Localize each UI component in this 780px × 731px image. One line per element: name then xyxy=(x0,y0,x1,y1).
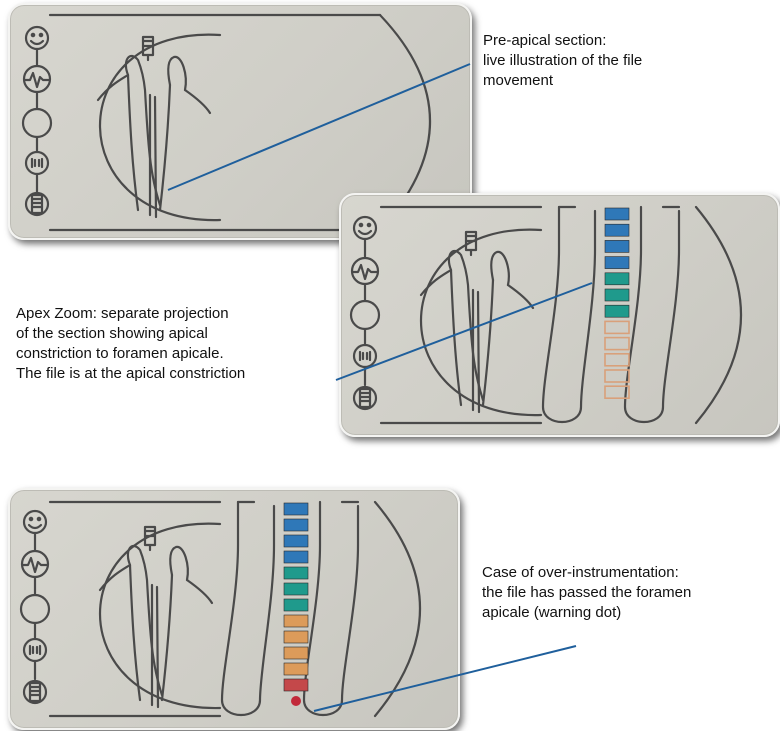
scale-segment xyxy=(605,370,629,382)
heartbeat-icon xyxy=(352,258,378,284)
scale-segment xyxy=(605,273,629,285)
tooth-illustration xyxy=(421,232,533,412)
scale-segment xyxy=(284,551,308,563)
scale-segment xyxy=(605,240,629,252)
over-instrumentation-caption: Case of over-instrumentation: the file h… xyxy=(482,563,777,623)
warning-dot xyxy=(291,696,301,706)
scale-segment xyxy=(284,567,308,579)
scale-segment xyxy=(284,535,308,547)
lcd-graphic xyxy=(341,195,778,435)
scale-segment xyxy=(605,354,629,366)
apex-zoom-caption: Apex Zoom: separate projection of the se… xyxy=(16,304,336,384)
beeper-icon xyxy=(24,639,46,661)
smiley-icon xyxy=(354,217,376,239)
scale-segment xyxy=(284,615,308,627)
battery-icon xyxy=(354,387,376,409)
scale-segment xyxy=(284,647,308,659)
smiley-icon xyxy=(24,511,46,533)
apex-scale xyxy=(284,503,308,706)
empty-ring-icon xyxy=(23,109,51,137)
smiley-icon xyxy=(26,27,48,49)
scale-segment xyxy=(605,224,629,236)
scale-segment xyxy=(605,321,629,333)
apex-scale xyxy=(605,208,629,398)
scale-segment xyxy=(605,289,629,301)
scale-segment xyxy=(284,663,308,675)
battery-icon xyxy=(24,681,46,703)
scale-segment xyxy=(284,599,308,611)
lcd-graphic xyxy=(10,490,458,728)
beeper-icon xyxy=(26,152,48,174)
scale-segment xyxy=(284,631,308,643)
battery-icon xyxy=(26,193,48,215)
scale-segment xyxy=(284,583,308,595)
tooth-illustration xyxy=(98,37,210,217)
empty-ring-icon xyxy=(351,301,379,329)
tooth-illustration xyxy=(100,527,212,707)
beeper-icon xyxy=(354,345,376,367)
scale-segment xyxy=(605,305,629,317)
heartbeat-icon xyxy=(24,66,50,92)
empty-ring-icon xyxy=(21,595,49,623)
scale-segment xyxy=(605,208,629,220)
scale-segment xyxy=(605,338,629,350)
pre-apical-caption: Pre-apical section: live illustration of… xyxy=(483,31,768,91)
scale-segment xyxy=(284,679,308,691)
over-instrumentation-display xyxy=(8,488,460,730)
apex-zoom-display xyxy=(339,193,780,437)
scale-segment xyxy=(284,503,308,515)
scale-segment xyxy=(284,519,308,531)
scale-segment xyxy=(605,257,629,269)
heartbeat-icon xyxy=(22,551,48,577)
